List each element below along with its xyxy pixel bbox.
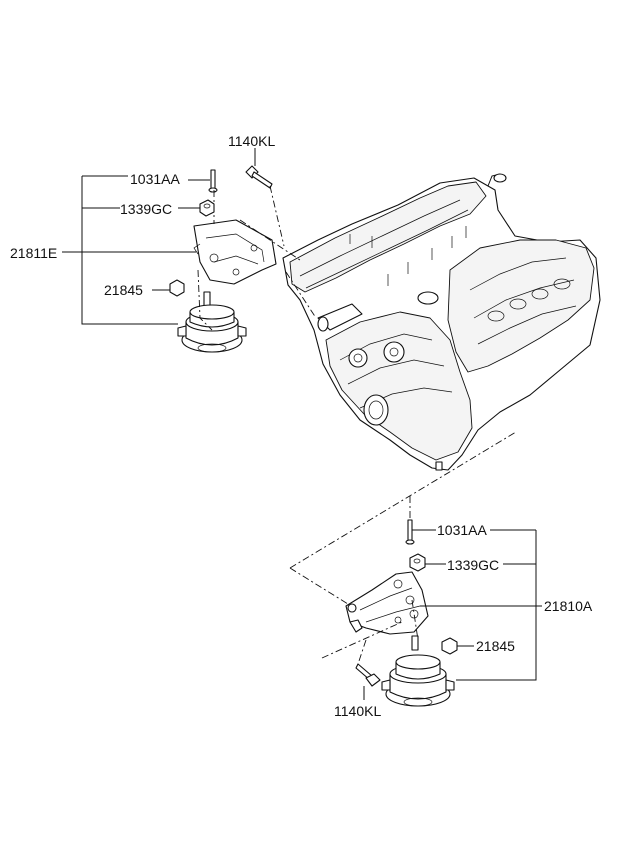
bracket-21811e: [193, 219, 277, 285]
nut-21845-top: [169, 279, 185, 297]
bracket-21810a: [345, 571, 429, 635]
stud-bottom: [405, 519, 415, 545]
stud-top: [208, 169, 218, 193]
bolt-bottom: [355, 663, 381, 687]
leader-lines: [62, 148, 542, 700]
nut-bottom: [409, 553, 426, 572]
label-1339gc-top: 1339GC: [120, 201, 172, 217]
label-21845-top: 21845: [104, 282, 143, 298]
engine-mount-bottom: [381, 635, 455, 707]
label-21810a: 21810A: [544, 598, 593, 614]
label-21845-bottom: 21845: [476, 638, 515, 654]
nut-21845-bottom: [441, 637, 458, 655]
label-21811e: 21811E: [10, 245, 57, 261]
label-1031aa-bottom: 1031AA: [437, 522, 487, 538]
label-1140kl-top: 1140KL: [228, 133, 275, 149]
engine-mount-top: [177, 291, 247, 353]
label-1031aa-top: 1031AA: [130, 171, 180, 187]
label-1339gc-bottom: 1339GC: [447, 557, 499, 573]
label-1140kl-bottom: 1140KL: [334, 703, 381, 719]
engine-block: [282, 173, 601, 471]
part-labels: 1140KL 1031AA 1339GC 21811E 21845 1031AA…: [10, 133, 593, 719]
nut-top: [199, 199, 215, 217]
bolt-top: [245, 165, 273, 189]
